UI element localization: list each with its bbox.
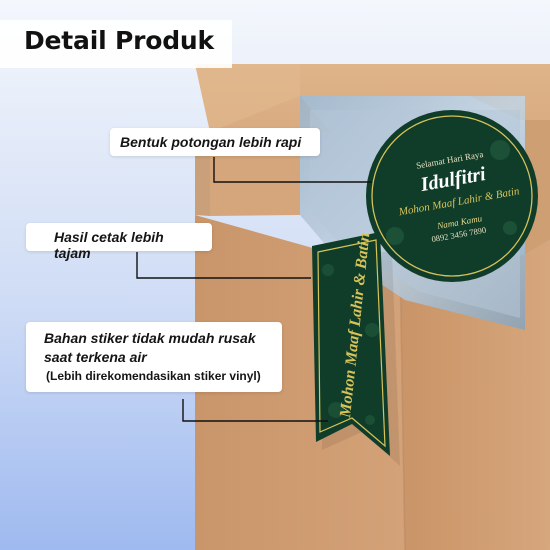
callout-label: Bentuk potongan lebih rapi <box>120 134 302 150</box>
title-bar <box>0 20 232 68</box>
callout-cut-shape: Bentuk potongan lebih rapi <box>110 128 320 156</box>
sticker-strip <box>312 232 390 456</box>
callout-label: Hasil cetak lebih tajam <box>54 229 164 261</box>
callout-line-1 <box>213 157 372 183</box>
callout-note: (Lebih direkomendasikan stiker vinyl) <box>46 369 261 383</box>
callout-line1: Bahan stiker tidak mudah rusak <box>44 330 256 346</box>
callout-line2: saat terkena air <box>44 349 147 365</box>
round-sticker <box>366 110 538 282</box>
callout-waterproof: Bahan stiker tidak mudah rusak saat terk… <box>26 322 282 392</box>
page-title: Detail Produk <box>24 26 214 55</box>
callout-print-quality: Hasil cetak lebih tajam <box>26 223 212 261</box>
callout-line-2 <box>136 252 311 279</box>
callout-line-3 <box>182 399 328 422</box>
